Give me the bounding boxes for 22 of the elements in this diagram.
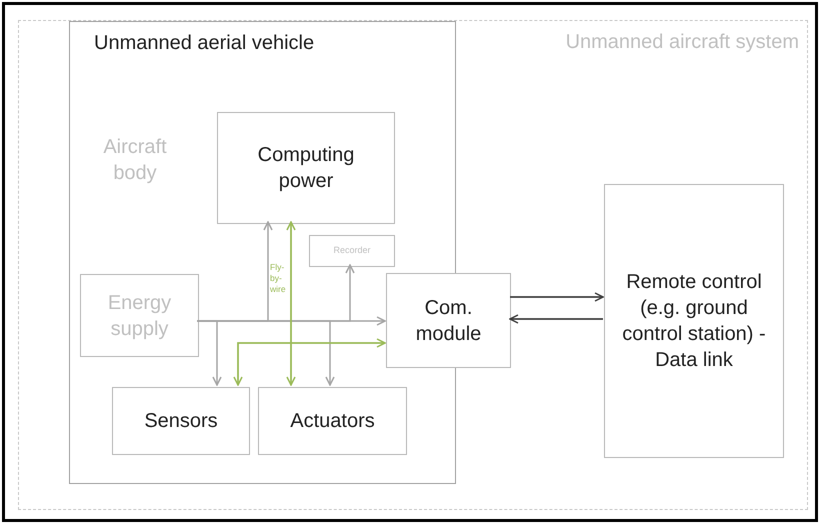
- connector-arrow: [286, 221, 296, 386]
- component-box: [309, 235, 395, 267]
- node-label: Sensors: [143, 409, 219, 434]
- component-box: [112, 387, 250, 455]
- component-box: [386, 273, 511, 368]
- component-box: [258, 387, 407, 455]
- connector-arrow: [233, 338, 386, 386]
- component-box: [217, 112, 395, 224]
- node-label: Unmanned aerial vehicle: [93, 31, 314, 56]
- part-label: Aircraft body: [102, 135, 168, 186]
- component-box: [604, 184, 784, 458]
- node-label: Unmanned aircraft system: [566, 30, 800, 55]
- node-label: Computing power: [256, 143, 356, 194]
- node-label: Recorder: [332, 244, 372, 258]
- node-label: Remote control (e.g. ground control station) - Data link: [621, 270, 767, 373]
- connector-arrow: [510, 292, 604, 302]
- connector-arrow: [509, 314, 603, 324]
- node-label: Com. module: [414, 296, 482, 346]
- connector-arrow: [197, 320, 335, 386]
- node-label: Energy supply: [106, 290, 172, 342]
- component-box: [80, 274, 199, 357]
- node-label: Actuators: [289, 409, 376, 434]
